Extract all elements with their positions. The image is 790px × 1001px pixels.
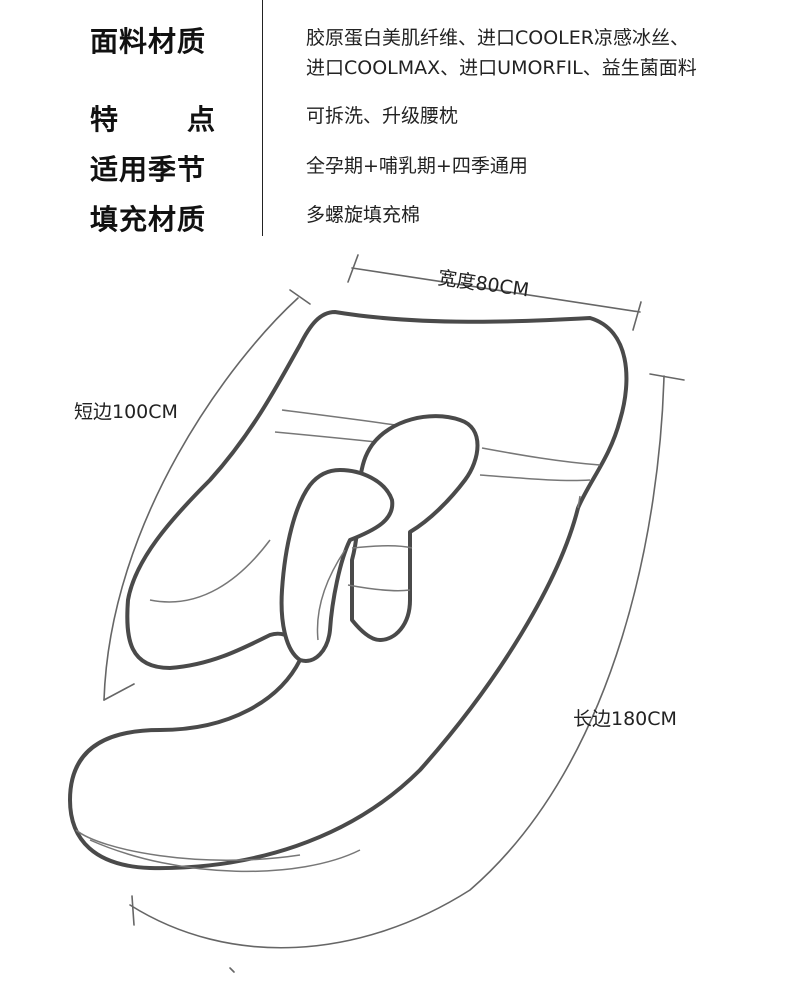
short-side-tick-bottom <box>103 683 135 701</box>
filling-value: 多螺旋填充棉 <box>306 204 421 226</box>
width-dimension-line <box>351 267 641 313</box>
season-label: 适用季节 <box>90 153 207 186</box>
short-side-dimension-line <box>103 297 299 701</box>
long-side-tick-top <box>649 373 685 381</box>
material-value-line1: 胶原蛋白美肌纤维、进口COOLER凉感冰丝、 <box>306 27 689 49</box>
short-side-tick-top <box>289 289 311 305</box>
material-value-line2: 进口COOLMAX、进口UMORFIL、益生菌面料 <box>306 57 697 79</box>
long-side-dimension-line <box>129 375 665 949</box>
short-side-dimension-label: 短边100CM <box>74 401 178 423</box>
long-side-tick-bottom <box>131 895 135 926</box>
waist-pillow <box>279 414 480 663</box>
feature-label: 特 点 <box>90 98 216 138</box>
long-side-tick-end <box>229 967 235 973</box>
season-value: 全孕期+哺乳期+四季通用 <box>306 155 528 177</box>
feature-value: 可拆洗、升级腰枕 <box>306 105 459 127</box>
long-side-dimension-label: 长边180CM <box>573 708 677 730</box>
width-tick-left <box>347 254 359 283</box>
width-tick-right <box>632 301 642 331</box>
spec-divider <box>262 0 263 236</box>
feature-label-char-2: 点 <box>186 103 216 136</box>
filling-label: 填充材质 <box>90 203 207 236</box>
pillow-body <box>68 310 629 871</box>
material-label: 面料材质 <box>90 25 207 58</box>
feature-label-char-1: 特 <box>90 103 120 136</box>
